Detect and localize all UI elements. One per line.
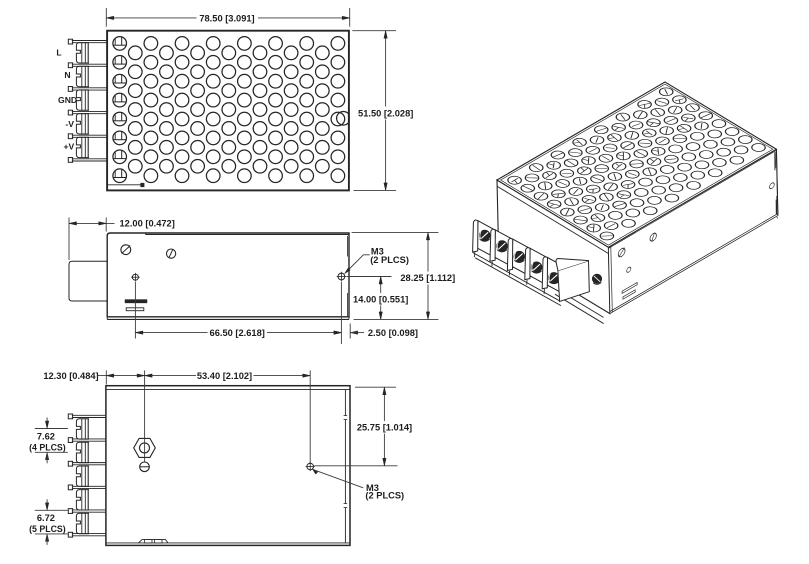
svg-text:L: L [56,48,61,58]
svg-text:12.00 [0.472]: 12.00 [0.472] [120,219,175,229]
svg-text:M3: M3 [371,246,384,256]
svg-text:(4 PLCS): (4 PLCS) [29,442,66,452]
svg-text:(2 PLCS): (2 PLCS) [370,255,409,265]
svg-text:(5 PLCS): (5 PLCS) [29,524,66,534]
svg-text:53.40 [2.102]: 53.40 [2.102] [197,371,252,381]
svg-text:N: N [64,70,70,80]
svg-text:28.25 [1.112]: 28.25 [1.112] [400,273,455,283]
svg-text:78.50 [3.091]: 78.50 [3.091] [199,14,254,24]
svg-text:7.62: 7.62 [37,431,55,441]
svg-text:GND: GND [58,95,77,105]
svg-text:14.00 [0.551]: 14.00 [0.551] [353,295,408,305]
svg-text:12.30 [0.484]: 12.30 [0.484] [43,371,98,381]
svg-text:51.50 [2.028]: 51.50 [2.028] [358,109,413,119]
svg-text:2.50 [0.098]: 2.50 [0.098] [368,328,418,338]
svg-text:+V: +V [64,142,75,152]
svg-text:M3: M3 [366,483,379,493]
svg-text:(2 PLCS): (2 PLCS) [365,490,404,500]
svg-text:66.50 [2.618]: 66.50 [2.618] [210,328,265,338]
svg-text:25.75 [1.014]: 25.75 [1.014] [357,423,412,433]
svg-text:-V: -V [65,119,74,129]
svg-text:6.72: 6.72 [37,513,55,523]
